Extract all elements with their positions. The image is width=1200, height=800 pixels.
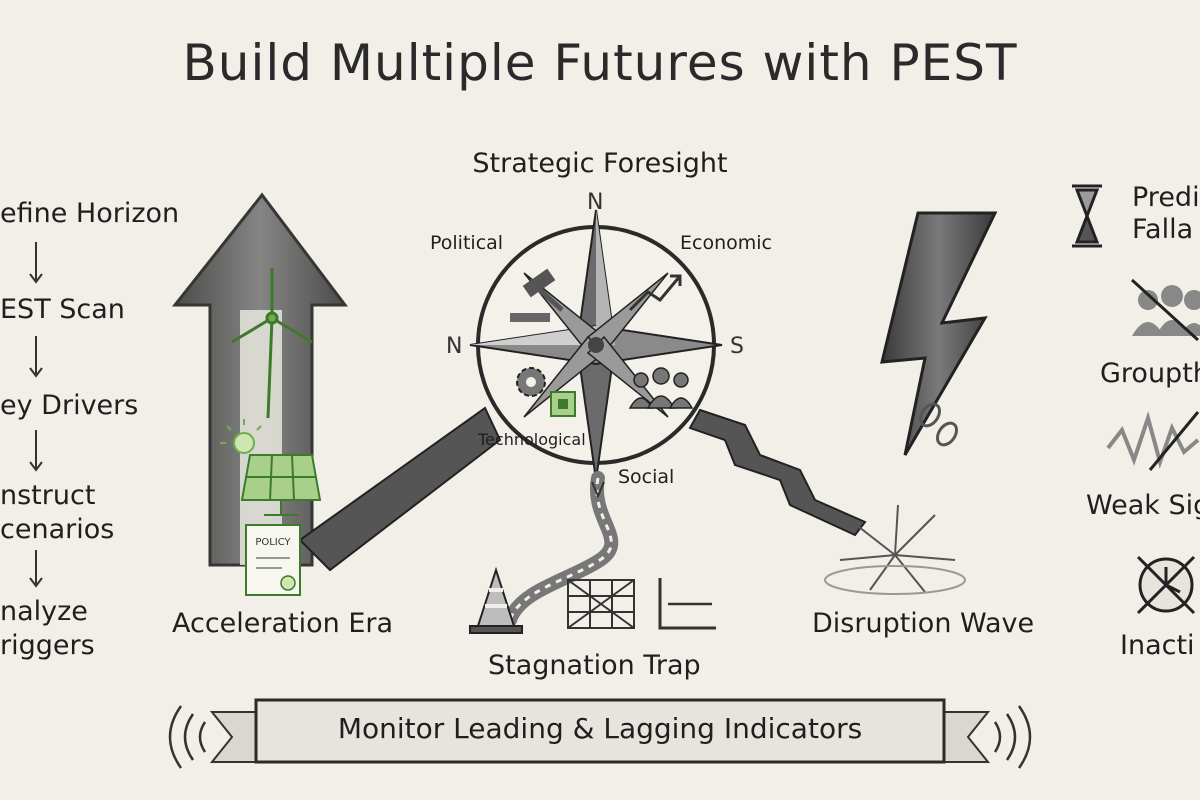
pitfall-groupthink: Groupth bbox=[1100, 358, 1200, 389]
quadrant-technological: Technological bbox=[478, 430, 586, 449]
lightning-bolt-icon bbox=[880, 211, 998, 456]
pitfall-prediction: Predi bbox=[1132, 182, 1200, 213]
inaction-clock-icon bbox=[1136, 555, 1196, 615]
scenario-acceleration-era: Acceleration Era bbox=[172, 608, 394, 639]
center-heading: Strategic Foresight bbox=[472, 148, 728, 179]
compass-east: S bbox=[730, 334, 744, 359]
people-icon bbox=[628, 367, 694, 409]
policy-document-icon bbox=[245, 524, 301, 596]
pitfall-inaction: Inacti bbox=[1120, 630, 1195, 661]
quadrant-economic: Economic bbox=[680, 232, 772, 254]
quadrant-social: Social bbox=[618, 466, 675, 488]
compass-west: N bbox=[446, 334, 463, 359]
step-construct: nstruct bbox=[0, 480, 96, 511]
left-connector-band bbox=[298, 406, 502, 572]
crossed-box-icon bbox=[567, 579, 635, 629]
pitfall-weak-signals: Weak Sig bbox=[1086, 490, 1200, 521]
flat-line-chart-icon bbox=[658, 578, 716, 630]
sun-icon bbox=[220, 419, 262, 454]
step-scenarios: cenarios bbox=[0, 514, 115, 545]
quadrant-political: Political bbox=[430, 232, 504, 254]
step-arrows bbox=[29, 242, 43, 588]
weak-signal-icon bbox=[1106, 411, 1200, 469]
step-triggers: riggers bbox=[0, 630, 95, 661]
banner-label: Monitor Leading & Lagging Indicators bbox=[337, 712, 863, 745]
step-analyze: nalyze bbox=[0, 596, 88, 627]
acceleration-arrow bbox=[171, 192, 349, 567]
scenario-stagnation-trap: Stagnation Trap bbox=[488, 650, 701, 681]
broken-chain-icon bbox=[918, 402, 959, 447]
step-pest-scan: EST Scan bbox=[0, 294, 125, 325]
microchip-icon bbox=[550, 391, 576, 417]
solar-panel-icon bbox=[240, 454, 322, 516]
wind-turbine-icon bbox=[231, 268, 313, 419]
page-title: Build Multiple Futures with PEST bbox=[182, 34, 1018, 92]
policy-label: POLICY bbox=[255, 537, 291, 548]
signal-waves-right bbox=[993, 705, 1032, 769]
growth-chart-icon bbox=[628, 274, 682, 312]
hourglass-icon bbox=[1072, 184, 1102, 248]
gear-icon bbox=[516, 367, 546, 397]
step-key-drivers: ey Drivers bbox=[0, 390, 139, 421]
groupthink-crossed-icon bbox=[1130, 278, 1200, 342]
indicator-banner bbox=[209, 698, 991, 764]
pitfall-fallacy: Falla bbox=[1132, 214, 1194, 245]
right-connector-band bbox=[688, 408, 867, 537]
scenario-disruption-wave: Disruption Wave bbox=[812, 608, 1035, 639]
traffic-cone-icon bbox=[469, 566, 523, 634]
compass-north: N bbox=[587, 190, 604, 215]
signal-waves-left bbox=[168, 705, 207, 769]
gavel-icon bbox=[510, 268, 564, 322]
step-define-horizon: efine Horizon bbox=[0, 198, 180, 229]
impact-burst-icon bbox=[824, 504, 966, 595]
